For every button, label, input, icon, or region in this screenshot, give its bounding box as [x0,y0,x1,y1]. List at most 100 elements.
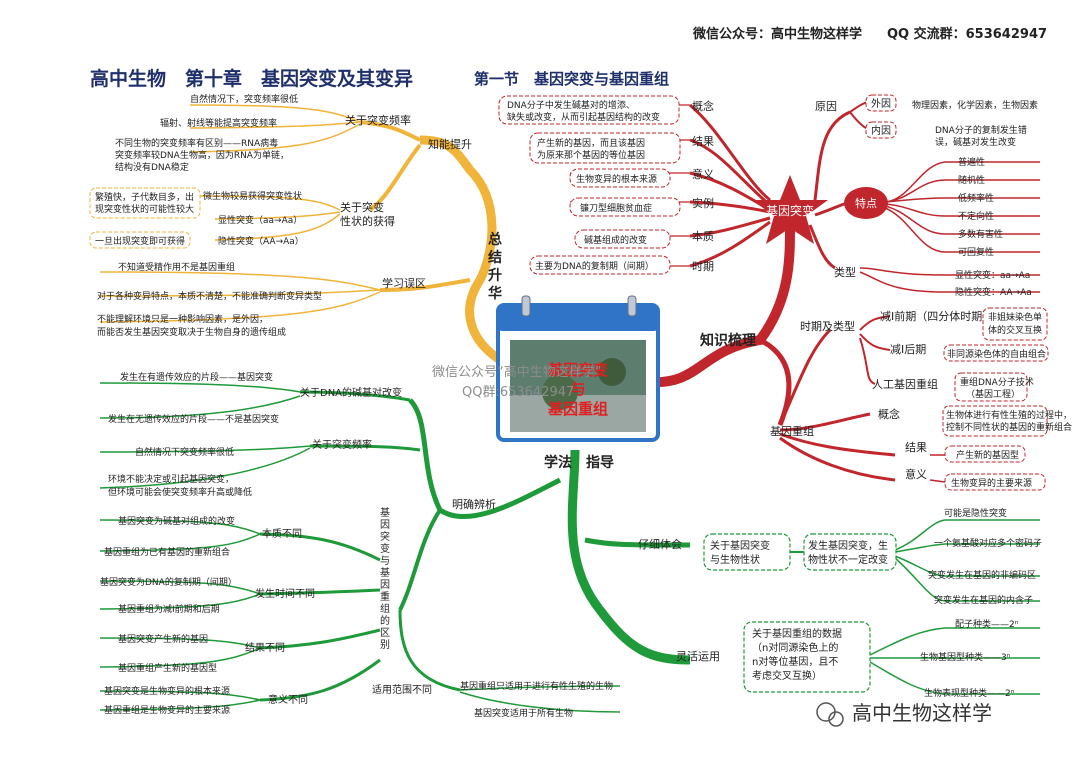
m-flex-box-text-1: 关于基因重组的数据 [752,627,842,640]
k-period-label: 时期 [692,260,714,273]
k-rc-result-text: 产生新的基因型 [956,449,1019,461]
branch-summary-label-3: 升 [488,267,502,284]
k-feature-4: 不定向性 [958,210,994,222]
m-meaning-item-1: 基因突变是生物变异的根本来源 [104,685,230,697]
k-artificial-box [954,372,1028,402]
s-trait-note-1a: 繁殖快，子代数目多，出 [95,191,194,203]
center-label-3: 基因重组 [547,400,608,418]
k-meiosis1-front-text-1: 非姐妹染色单 [988,311,1042,323]
s-freq-item-3a: 不同生物的突变频率有区别——RNA病毒 [115,137,278,149]
m-careful-item-2: 一个氨基酸对应多个密码子 [934,537,1042,549]
m-result-item-2: 基因重组产生新的基因型 [118,662,217,674]
k-result-label: 结果 [692,135,714,148]
header-wechat: 微信公众号：高中生物这样学 [693,27,863,42]
s-trait-note-1b: 现突变性状的可能性较大 [95,203,194,215]
k-meiosis1-front-text-2: 体的交叉互换 [988,324,1042,336]
m-careful-item-3: 突变发生在基因的非编码区 [928,569,1036,581]
m-diff-1: 基 [380,506,390,519]
center-label-2: 与 [570,380,585,398]
k-artificial-text-1: 重组DNA分子技术 [960,376,1034,388]
m-freq-item-2b: 但环境可能会使突变频率升高或降低 [108,486,252,498]
section-title: 第一节 基因突变与基因重组 [474,70,670,88]
m-essence-item-1: 基因突变为碱基对组成的改变 [118,515,235,527]
m-careful-label: 仔细体会 [638,537,682,551]
k-meiosis1-back-box [943,344,1049,362]
k-period-text: 主要为DNA的复制期（间期） [535,260,654,272]
k-type-2: 隐性突变：AA→Aa [955,286,1032,298]
k-cause-label: 原因 [815,100,837,113]
s-mistake-item-1: 不知道受精作用不是基因重组 [118,261,235,273]
m-scope-label: 适用范围不同 [372,683,432,696]
k-feature-6: 可回复性 [958,246,994,258]
k-inner-box [865,121,897,139]
s-zhineng-label: 知能提升 [428,137,472,151]
k-feature-1: 普遍性 [958,156,985,168]
k-meiosis1-back-text: 非同源染色体的自由组合 [947,348,1046,360]
branch-summary-label-4: 华 [488,285,502,302]
k-concept-label: 概念 [692,99,714,113]
m-careful-item-4: 突变发生在基因的内含子 [934,594,1033,606]
m-careful-item-1: 可能是隐性突变 [944,507,1007,519]
m-freq-item-2a: 环境不能决定或引起基因突变， [108,473,234,485]
m-careful-box2-text-2: 物性状不一定改变 [808,553,888,566]
branch-method-label: 学法 指导 [544,454,614,471]
k-artificial: 人工基因重组 [872,377,938,391]
m-essence-item-2: 基因重组为已有基因的重新组合 [104,546,230,558]
k-inner-text-2: 误，碱基对发生改变 [935,136,1016,148]
m-flex-box-text-2: （n对同源染色上的 [752,641,838,654]
watermark-wechat: 微信公众号“高中生物这样学” [432,364,601,380]
m-flex-label: 灵活运用 [676,650,720,663]
footer-brand [816,702,844,727]
k-outer-text: 物理因素，化学因素，生物因素 [912,99,1038,111]
k-result-text-1: 产生新的基因，而且该基因 [537,137,645,149]
k-artificial-text-2: （基因工程） [966,388,1020,400]
k-meiosis1-back: 减Ⅰ后期 [890,343,926,356]
m-diff-5: 与 [380,555,390,567]
m-diff-7: 因 [380,579,390,591]
s-freq-item-3b: 突变频率较DNA生物高，因为RNA为单链， [115,149,289,161]
k-outer-label: 外因 [871,98,891,110]
s-mistake-item-2: 对于各种变异特点，本质不清楚，不能准确判断变异类型 [97,290,322,302]
m-diff-10: 的 [380,614,390,627]
k-meaning-box [569,168,671,188]
m-time-item-2: 基因重组为减Ⅰ前期和后期 [118,603,220,615]
m-meaning-label: 意义不同 [268,693,308,706]
s-mistake-item-3b: 而能否发生基因突变取决于生物自身的遗传组成 [97,326,286,338]
s-trait-item-2: 显性突变（aa→Aa） [218,214,302,226]
m-careful-box-2 [803,533,897,571]
k-feature-3: 低频率性 [958,192,994,204]
k-result-box [529,132,681,164]
m-dna-pair-label: 关于DNA的碱基对改变 [300,386,402,399]
branch-summary-label-2: 结 [488,249,502,266]
k-rc-meaning-text: 生物变异的主要来源 [951,477,1032,489]
m-scope-item-1: 基因重组只适用于进行有性生殖的生物 [460,680,613,692]
s-trait-label-2: 性状的获得 [340,214,395,228]
k-feature-5: 多数有害性 [958,228,1003,240]
k-essence-box [574,229,671,249]
k-rc-result: 结果 [905,441,927,454]
m-careful-box-text-2: 与生物性状 [710,553,760,566]
k-meiosis1-front: 减Ⅰ前期（四分体时期） [880,309,993,323]
m-flex-box-text-4: 考虑交叉互换） [752,669,822,682]
m-diff-11: 区 [380,627,390,639]
center-calendar-node [496,295,660,442]
k-rc-meaning: 意义 [905,467,927,481]
k-example-label: 实例 [692,196,714,210]
k-types-label: 类型 [834,265,856,279]
k-outer-box [865,94,897,112]
k-feature-2: 随机性 [958,174,985,186]
k-rc-concept-box [942,405,1048,437]
method-connectors [99,382,1040,713]
k-concept-box [498,95,680,125]
m-careful-box [703,533,791,571]
s-trait-item-1: 微生物较易获得突变性状 [203,190,302,202]
wechat-icon [816,702,836,722]
m-diff-9: 组 [380,602,390,615]
m-flex-box [743,621,871,693]
k-recomb-label: 基因重组 [770,424,814,438]
k-rc-concept-text-1: 生物体进行有性生殖的过程中， [946,409,1072,421]
m-dna-item-2: 发生在无遗传效应的片段——不是基因突变 [108,413,279,425]
s-trait-note-2: 一旦出现突变即可获得 [95,235,185,247]
s-freq-item-1: 自然情况下，突变频率很低 [190,93,298,105]
m-freq-item-1: 自然情况下突变频率很低 [135,446,234,458]
